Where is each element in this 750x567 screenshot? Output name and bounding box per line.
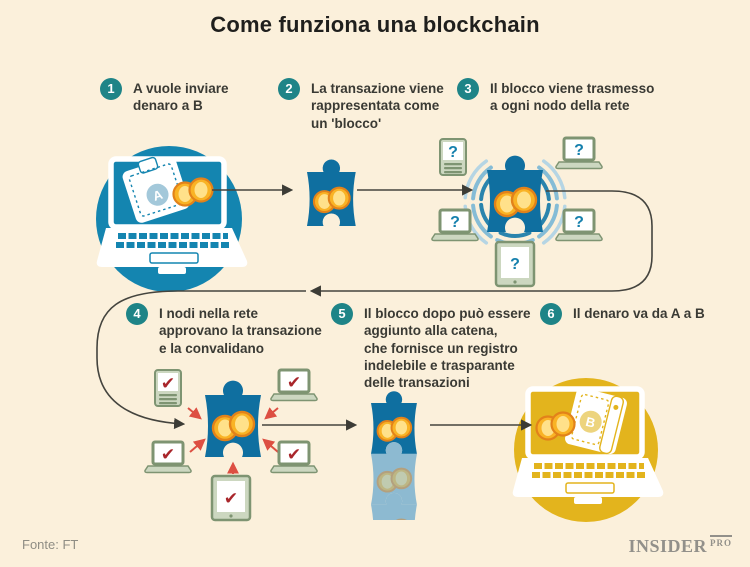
svg-text:?: ? [510, 256, 520, 273]
step-1-badge: 1 [100, 78, 122, 100]
laptop-node-icon: ✔ [270, 368, 318, 402]
laptop-base [96, 228, 248, 274]
step-6-label: Il denaro va da A a B [573, 306, 705, 321]
laptop-node-icon: ? [431, 208, 479, 242]
connector-3-return [309, 190, 653, 297]
step-4: 4 I nodi nella rete approvano la transaz… [126, 303, 322, 357]
svg-text:?: ? [450, 214, 460, 231]
phone-node-icon: ? [439, 138, 467, 176]
svg-text:✔: ✔ [287, 445, 301, 465]
step-4-badge: 4 [126, 303, 148, 325]
step-6-badge: 6 [540, 303, 562, 325]
laptop-node-icon: ✔ [270, 440, 318, 474]
svg-text:✔: ✔ [287, 373, 301, 393]
puzzle-piece-faded-icon [371, 492, 417, 520]
page-title: Come funziona una blockchain [210, 12, 540, 37]
coins-icon [312, 186, 351, 214]
coins-icon [211, 410, 256, 442]
network-illustration: ? ? ? ? ? [431, 136, 603, 288]
step-1-label: A vuole inviare denaro a B [133, 81, 229, 114]
puzzle-piece-faded-icon [371, 442, 417, 505]
svg-text:?: ? [574, 214, 584, 231]
step-5-badge: 5 [331, 303, 353, 325]
step-2: 2 La transazione viene rappresentata com… [278, 78, 444, 132]
step-6: 6 Il denaro va da A a B [540, 303, 705, 325]
svg-text:✔: ✔ [161, 374, 175, 394]
connector-to-4 [96, 290, 306, 430]
chain-illustration [371, 391, 417, 520]
laptop-b-illustration: B [512, 378, 664, 522]
step-2-label: La transazione viene rappresentata come … [311, 81, 444, 131]
step-3-badge: 3 [457, 78, 479, 100]
step-3-label: Il blocco viene trasmesso a ogni nodo de… [490, 81, 655, 114]
source-credit: Fonte: FT [22, 537, 79, 552]
wallet-a-icon: A [122, 156, 190, 223]
coins-icon [493, 186, 538, 218]
tablet-node-icon: ✔ [210, 474, 252, 522]
wallet-b-label: B [584, 414, 597, 431]
laptop-node-icon: ✔ [144, 440, 192, 474]
svg-text:?: ? [574, 142, 584, 159]
step-3: 3 Il blocco viene trasmesso a ogni nodo … [457, 78, 654, 115]
wallet-b-icon: B [565, 387, 627, 455]
laptop-base [512, 458, 664, 504]
brand-name: INSIDER [628, 536, 707, 556]
block-illustration [307, 159, 356, 226]
step-4-label: I nodi nella rete approvano la transazio… [159, 306, 322, 356]
laptop-a-illustration: A [96, 146, 248, 292]
coins-icon [376, 416, 413, 442]
step-5-label: Il blocco dopo può essere aggiunto alla … [364, 306, 531, 391]
phone-node-icon: ✔ [154, 369, 182, 407]
approval-illustration: ✔ ✔ ✔ ✔ ✔ [144, 368, 318, 522]
svg-text:✔: ✔ [224, 489, 238, 509]
coins-icon [172, 177, 214, 207]
step-2-badge: 2 [278, 78, 300, 100]
approval-arrows [187, 407, 279, 474]
laptop-node-icon: ? [555, 208, 603, 242]
tablet-node-icon: ? [494, 240, 536, 288]
coins-icon [535, 411, 576, 441]
step-5: 5 Il blocco dopo può essere aggiunto all… [331, 303, 531, 391]
brand-suffix: PRO [710, 535, 732, 548]
svg-text:?: ? [448, 144, 458, 161]
step-1: 1 A vuole inviare denaro a B [100, 78, 229, 115]
svg-text:✔: ✔ [161, 445, 175, 465]
laptop-node-icon: ? [555, 136, 603, 170]
